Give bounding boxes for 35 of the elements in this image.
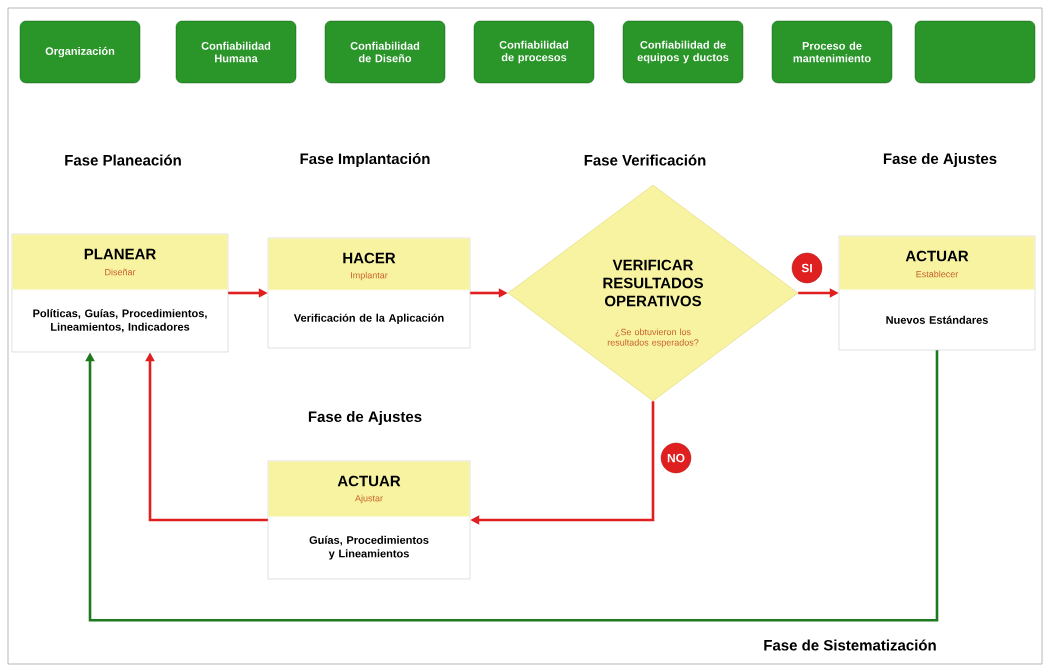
process-box: [267, 237, 471, 349]
category-box: Organización: [19, 20, 141, 84]
arrow: [85, 350, 939, 622]
category-box: [914, 20, 1036, 84]
edge-label: SI: [791, 252, 823, 284]
phase-heading: Fase Verificación: [584, 154, 706, 166]
box-title: ACTUAR: [905, 250, 969, 262]
box-body: Políticas, Guías, Procedimientos, Lineamientos, Indicadores: [33, 309, 207, 333]
phase-heading: Fase Implantación: [300, 152, 430, 168]
edge-label: NO: [660, 442, 692, 474]
box-body: Nuevos Estándares: [886, 315, 988, 324]
box-body: Guías, Procedimientos y Lineamientos: [309, 535, 429, 560]
phase-heading: Fase de Sistematización: [764, 639, 936, 651]
box-body: Verificación de la Aplicación: [293, 313, 444, 324]
box-subtitle: Diseñar: [105, 268, 136, 276]
category-box: Confiabilidad de procesos: [473, 20, 595, 84]
box-subtitle: Ajustar: [355, 494, 383, 504]
phase-heading: Fase de Ajustes: [308, 411, 422, 425]
process-box: [267, 460, 471, 580]
phase-heading: Fase de Ajustes: [883, 153, 997, 167]
decision-diamond: [507, 184, 799, 402]
category-box: Confiabilidad Humana: [175, 20, 297, 84]
process-box: [838, 235, 1036, 351]
box-subtitle: Implantar: [351, 271, 388, 281]
box-title: HACER: [343, 252, 396, 264]
phase-heading: Fase Planeación: [65, 154, 181, 166]
box-subtitle: Establecer: [916, 270, 959, 278]
box-title: PLANEAR: [84, 248, 156, 260]
diamond-title: VERIFICAR RESULTADOS OPERATIVOS: [603, 259, 703, 307]
category-box: Confiabilidad de Diseño: [324, 20, 446, 84]
diamond-question: ¿Se obtuvieron los resultados esperados?: [607, 328, 699, 348]
category-box: Proceso de mantenimiento: [771, 20, 893, 84]
category-box: Confiabilidad de equipos y ductos: [622, 20, 744, 84]
process-box: [11, 233, 229, 353]
box-title: ACTUAR: [337, 475, 401, 487]
